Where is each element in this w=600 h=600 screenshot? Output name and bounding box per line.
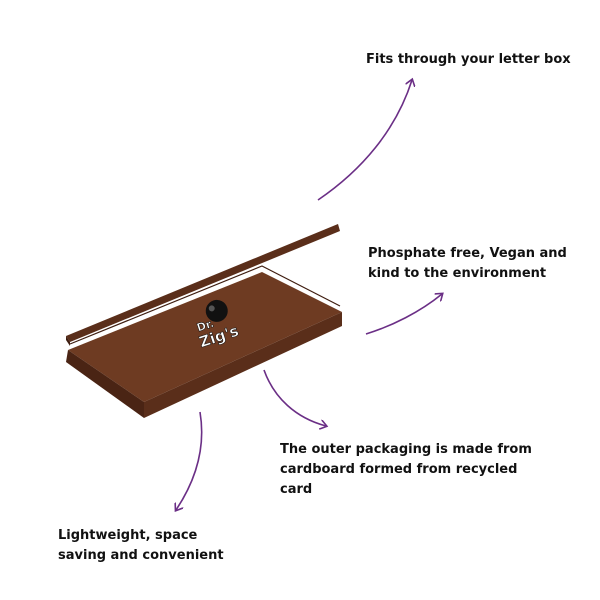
caption-line: card: [280, 482, 313, 497]
caption-line: Fits through your letter box: [366, 52, 571, 67]
caption-phosphate-free: Phosphate free, Vegan and kind to the en…: [368, 244, 567, 284]
arrow-letter-box: [317, 80, 412, 201]
caption-letter-box: Fits through your letter box: [366, 50, 571, 70]
caption-outer-packaging: The outer packaging is made from cardboa…: [280, 440, 532, 500]
arrow-phosphate: [365, 294, 442, 335]
arrow-outer-packaging: [263, 369, 326, 426]
arrow-lightweight: [176, 411, 203, 510]
caption-line: saving and convenient: [58, 548, 224, 563]
caption-line: cardboard formed from recycled: [280, 462, 518, 477]
caption-line: kind to the environment: [368, 266, 547, 281]
caption-line: Phosphate free, Vegan and: [368, 246, 567, 261]
caption-lightweight: Lightweight, space saving and convenient: [58, 526, 224, 566]
box-lid: [66, 224, 340, 346]
box-base: [66, 265, 342, 418]
caption-line: Lightweight, space: [58, 528, 198, 543]
caption-line: The outer packaging is made from: [280, 442, 532, 457]
logo-line-1: Dr.: [195, 317, 215, 335]
